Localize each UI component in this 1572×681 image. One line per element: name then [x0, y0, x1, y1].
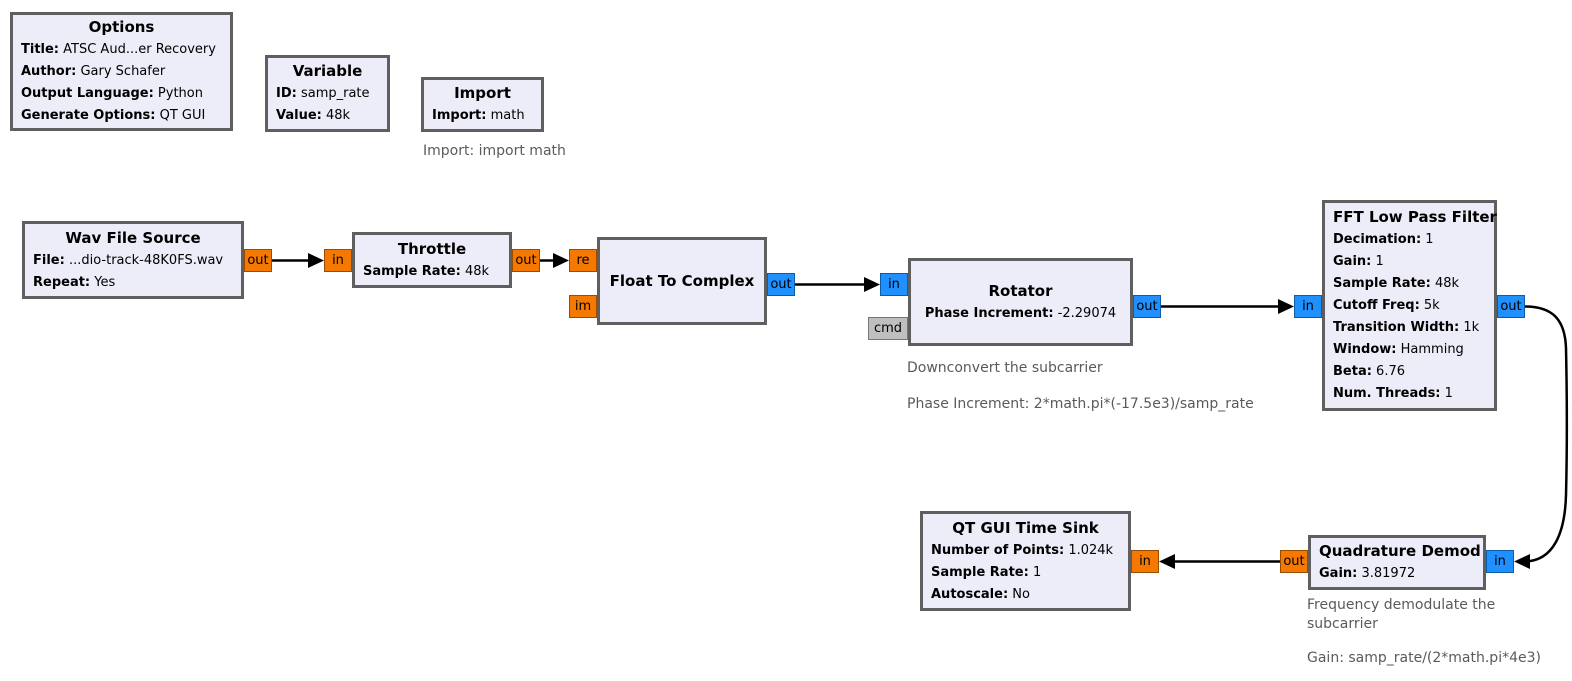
block-param: Sample Rate: 48k [1333, 276, 1460, 291]
block-wav-file-source[interactable]: Wav File Source File: ...dio-track-48K0F… [22, 221, 244, 299]
block-title: Float To Complex [609, 271, 755, 290]
wire-floattocomplex-to-rotator[interactable] [795, 277, 880, 292]
wire-throttle-to-floattocomplex[interactable] [540, 253, 569, 268]
port-out[interactable]: out [512, 249, 540, 272]
block-fft-low-pass-filter[interactable]: FFT Low Pass Filter Decimation: 1 Gain: 1… [1322, 200, 1497, 411]
block-title: Import [454, 84, 511, 102]
wire-arrowhead [864, 277, 880, 292]
wire-arrowhead [1159, 554, 1175, 569]
block-params: Import: math [432, 105, 533, 127]
block-params: Phase Increment: -2.29074 [925, 303, 1116, 325]
block-throttle[interactable]: Throttle Sample Rate: 48k [352, 232, 512, 288]
wire-fftlpf-to-quaddemod[interactable] [1514, 305, 1568, 570]
block-param: Autoscale: No [931, 586, 1030, 602]
wire-wavsource-to-throttle[interactable] [272, 253, 324, 268]
block-title: Rotator [988, 281, 1053, 300]
port-in[interactable]: in [1294, 295, 1322, 318]
block-param: ID: samp_rate [276, 86, 370, 101]
block-title: Variable [292, 62, 363, 80]
block-param: Sample Rate: 1 [931, 564, 1042, 580]
block-param: Number of Points: 1.024k [931, 542, 1114, 558]
block-param: Output Language: Python [21, 86, 203, 101]
port-in[interactable]: in [1486, 550, 1514, 573]
block-param: Decimation: 1 [1333, 232, 1434, 247]
wire-line[interactable] [1523, 305, 1568, 563]
block-param: Gain: 1 [1333, 254, 1384, 269]
block-title: Wav File Source [65, 228, 201, 247]
block-quadrature-demod[interactable]: Quadrature Demod Gain: 3.81972 [1308, 535, 1486, 590]
comment-quaddemod-description: Frequency demodulate the subcarrier [1307, 597, 1496, 632]
block-param: Repeat: Yes [33, 274, 116, 290]
block-param: Sample Rate: 48k [363, 263, 490, 279]
block-qt-gui-time-sink[interactable]: QT GUI Time Sink Number of Points: 1.024… [920, 511, 1131, 611]
comment-import: Import: import math [423, 143, 566, 159]
block-import[interactable]: Import Import: math [421, 77, 544, 132]
block-title: Throttle [397, 239, 467, 258]
port-im[interactable]: im [569, 295, 597, 318]
wire-arrowhead [308, 253, 324, 268]
block-param: Phase Increment: -2.29074 [924, 305, 1117, 321]
block-param: Cutoff Freq: 5k [1333, 298, 1440, 313]
wire-arrowhead [1514, 554, 1530, 569]
block-title: QT GUI Time Sink [952, 518, 1099, 537]
block-rotator[interactable]: Rotator Phase Increment: -2.29074 [908, 258, 1133, 346]
port-re[interactable]: re [569, 249, 597, 272]
block-float-to-complex[interactable]: Float To Complex [597, 237, 767, 325]
port-out[interactable]: out [1280, 550, 1308, 573]
block-title: FFT Low Pass Filter [1333, 208, 1497, 226]
port-out[interactable]: out [767, 273, 795, 296]
block-title: Options [88, 18, 155, 36]
comment-rotator-description: Downconvert the subcarrier [907, 360, 1103, 376]
wire-quaddemod-to-timesink[interactable] [1159, 554, 1280, 569]
port-cmd[interactable]: cmd [868, 317, 908, 340]
block-param: Gain: 3.81972 [1319, 566, 1416, 581]
block-param: File: ...dio-track-48K0FS.wav [33, 252, 224, 268]
port-out[interactable]: out [1133, 295, 1161, 318]
port-out[interactable]: out [244, 249, 272, 272]
block-param: Title: ATSC Aud...er Recovery [21, 42, 216, 57]
block-param: Value: 48k [276, 108, 351, 123]
block-param: Author: Gary Schafer [21, 64, 166, 79]
block-title: Quadrature Demod [1319, 542, 1481, 560]
block-param: Window: Hamming [1333, 342, 1464, 357]
block-param: Beta: 6.76 [1333, 364, 1405, 379]
comment-quaddemod-gain: Gain: samp_rate/(2*math.pi*4e3) [1307, 650, 1541, 666]
block-param: Generate Options: QT GUI [21, 108, 206, 123]
port-in[interactable]: in [1131, 550, 1159, 573]
port-out[interactable]: out [1497, 295, 1525, 318]
port-in[interactable]: in [324, 249, 352, 272]
wire-rotator-to-fftlpf[interactable] [1161, 299, 1294, 314]
block-param: Import: math [432, 108, 525, 123]
block-param: Num. Threads: 1 [1333, 386, 1453, 401]
port-in[interactable]: in [880, 273, 908, 296]
wire-arrowhead [553, 253, 569, 268]
wire-arrowhead [1278, 299, 1294, 314]
block-param: Transition Width: 1k [1333, 320, 1480, 335]
block-params: Gain: 3.81972 [1319, 563, 1475, 585]
comment-rotator-phase-increment: Phase Increment: 2*math.pi*(-17.5e3)/sam… [907, 396, 1254, 412]
block-params: Sample Rate: 48k [363, 261, 501, 283]
